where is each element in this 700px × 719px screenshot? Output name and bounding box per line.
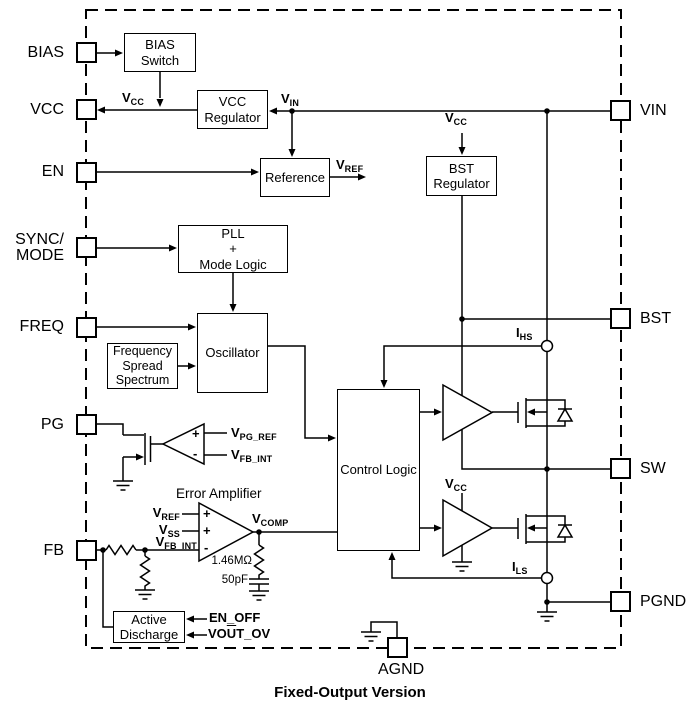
hs-gate-driver [442, 383, 494, 442]
pg-comparator-plus: + [192, 426, 200, 441]
pin-label-fb: FB [43, 542, 64, 559]
block-control-logic: Control Logic [337, 389, 420, 551]
en-off-label: EN_OFF [209, 610, 261, 625]
pgnd-ground [537, 611, 557, 622]
triangles [161, 383, 494, 563]
pg-comparator-minus: - [193, 446, 198, 461]
diagram-caption: Fixed-Output Version [274, 684, 426, 701]
block-vcc-regulator: VCC Regulator [197, 90, 268, 129]
block-freq-spread-spectrum: Frequency Spread Spectrum [107, 343, 178, 389]
block-oscillator: Oscillator [197, 313, 268, 393]
fb-lower-resistor [139, 550, 151, 590]
pin-label-pgnd: PGND [640, 593, 687, 610]
pin-bst [610, 308, 631, 329]
error-amplifier-title: Error Amplifier [176, 486, 262, 501]
vcc-net-label-2: VCC [445, 110, 468, 128]
pin-fb [76, 540, 97, 561]
ihs-label: IHS [516, 325, 533, 343]
ils-label: ILS [512, 559, 528, 577]
pin-bias [76, 42, 97, 63]
ea-minus: - [204, 540, 209, 555]
pin-label-sync-mode: SYNC/ MODE [15, 231, 64, 264]
ils-current-sense [540, 571, 554, 585]
wire-fb-to-active-discharge [102, 550, 113, 628]
vout-ov-label: VOUT_OV [208, 626, 271, 641]
vin-net-label: VIN [281, 91, 300, 109]
pin-label-agnd: AGND [378, 661, 425, 678]
pin-pg [76, 414, 97, 435]
block-active-discharge: Active Discharge [113, 611, 185, 643]
pin-label-freq: FREQ [19, 318, 64, 335]
pin-label-bst: BST [640, 310, 672, 327]
pin-vcc [76, 99, 97, 120]
pin-label-sw: SW [640, 460, 666, 477]
vref-net-label: VREF [336, 157, 364, 175]
package-pins [76, 42, 631, 658]
agnd-ground [361, 631, 381, 642]
block-bias-switch: BIAS Switch [124, 33, 196, 72]
ground-symbols [113, 480, 557, 642]
pin-label-vin: VIN [640, 102, 667, 119]
pin-sync-mode [76, 237, 97, 258]
pin-agnd [387, 637, 408, 658]
vcomp-label: VCOMP [252, 511, 289, 529]
wire-agnd [370, 621, 398, 638]
wire-osc-to-control [268, 345, 328, 439]
wire-ea-inputs [182, 513, 199, 532]
pg-ground [113, 480, 133, 491]
vref-label-ea: VREF [152, 505, 180, 523]
compensation-rc [249, 532, 269, 591]
vcc-net-label-1: VCC [122, 90, 145, 108]
ihs-current-sense [540, 339, 554, 353]
error-amplifier-symbol [198, 501, 255, 563]
pin-freq [76, 317, 97, 338]
pg-mosfet [144, 433, 163, 465]
ls-mosfet [492, 514, 574, 544]
pin-pgnd [610, 591, 631, 612]
block-pll-mode-logic: PLL + Mode Logic [178, 225, 288, 273]
wire-ihs-sense [383, 345, 542, 380]
block-reference: Reference [260, 158, 330, 197]
wire-pg-comparator-inputs [204, 432, 227, 456]
vpg-ref-label: VPG_REF [231, 425, 277, 443]
ea-plus-2: + [203, 523, 211, 538]
wire-ils-sense [391, 560, 542, 579]
hs-mosfet [492, 398, 574, 428]
hs-body-diode [556, 407, 574, 422]
pin-en [76, 162, 97, 183]
ls-driver-ground [452, 561, 472, 572]
fb-ground [135, 589, 155, 600]
pin-vin [610, 100, 631, 121]
junction-dots [100, 108, 550, 605]
ic-boundary [85, 9, 622, 649]
pin-label-bias: BIAS [27, 44, 64, 61]
vss-label-ea: VSS [158, 522, 180, 540]
ea-plus-1: + [203, 506, 211, 521]
ls-body-diode [556, 523, 574, 538]
hs-body-diode-wires [547, 399, 572, 427]
comp-resistor-label: 1.46MΩ [211, 555, 252, 567]
ls-body-diode-wires [547, 515, 572, 543]
comp-capacitor-label: 50pF [221, 574, 248, 586]
block-bst-regulator: BST Regulator [426, 156, 497, 196]
arrowheads [97, 49, 535, 639]
pin-sw [610, 458, 631, 479]
vfb-int-label-comparator: VFB_INT [231, 447, 273, 465]
pg-comparator-symbol [161, 422, 205, 466]
pin-label-vcc: VCC [30, 101, 64, 118]
wire-hs-driver-ref [461, 429, 547, 470]
pin-label-pg: PG [40, 416, 64, 433]
ls-gate-driver [442, 498, 494, 558]
vcc-net-label-3: VCC [445, 476, 468, 494]
wires [96, 52, 611, 638]
wire-pg-mosfet [96, 423, 144, 481]
vfb-int-label-ea: VFB_INT [155, 534, 197, 552]
comp-ground [249, 590, 269, 601]
wire-pgnd [546, 583, 611, 612]
wire-active-discharge-inputs [194, 618, 207, 636]
pin-label-en: EN [41, 163, 64, 180]
